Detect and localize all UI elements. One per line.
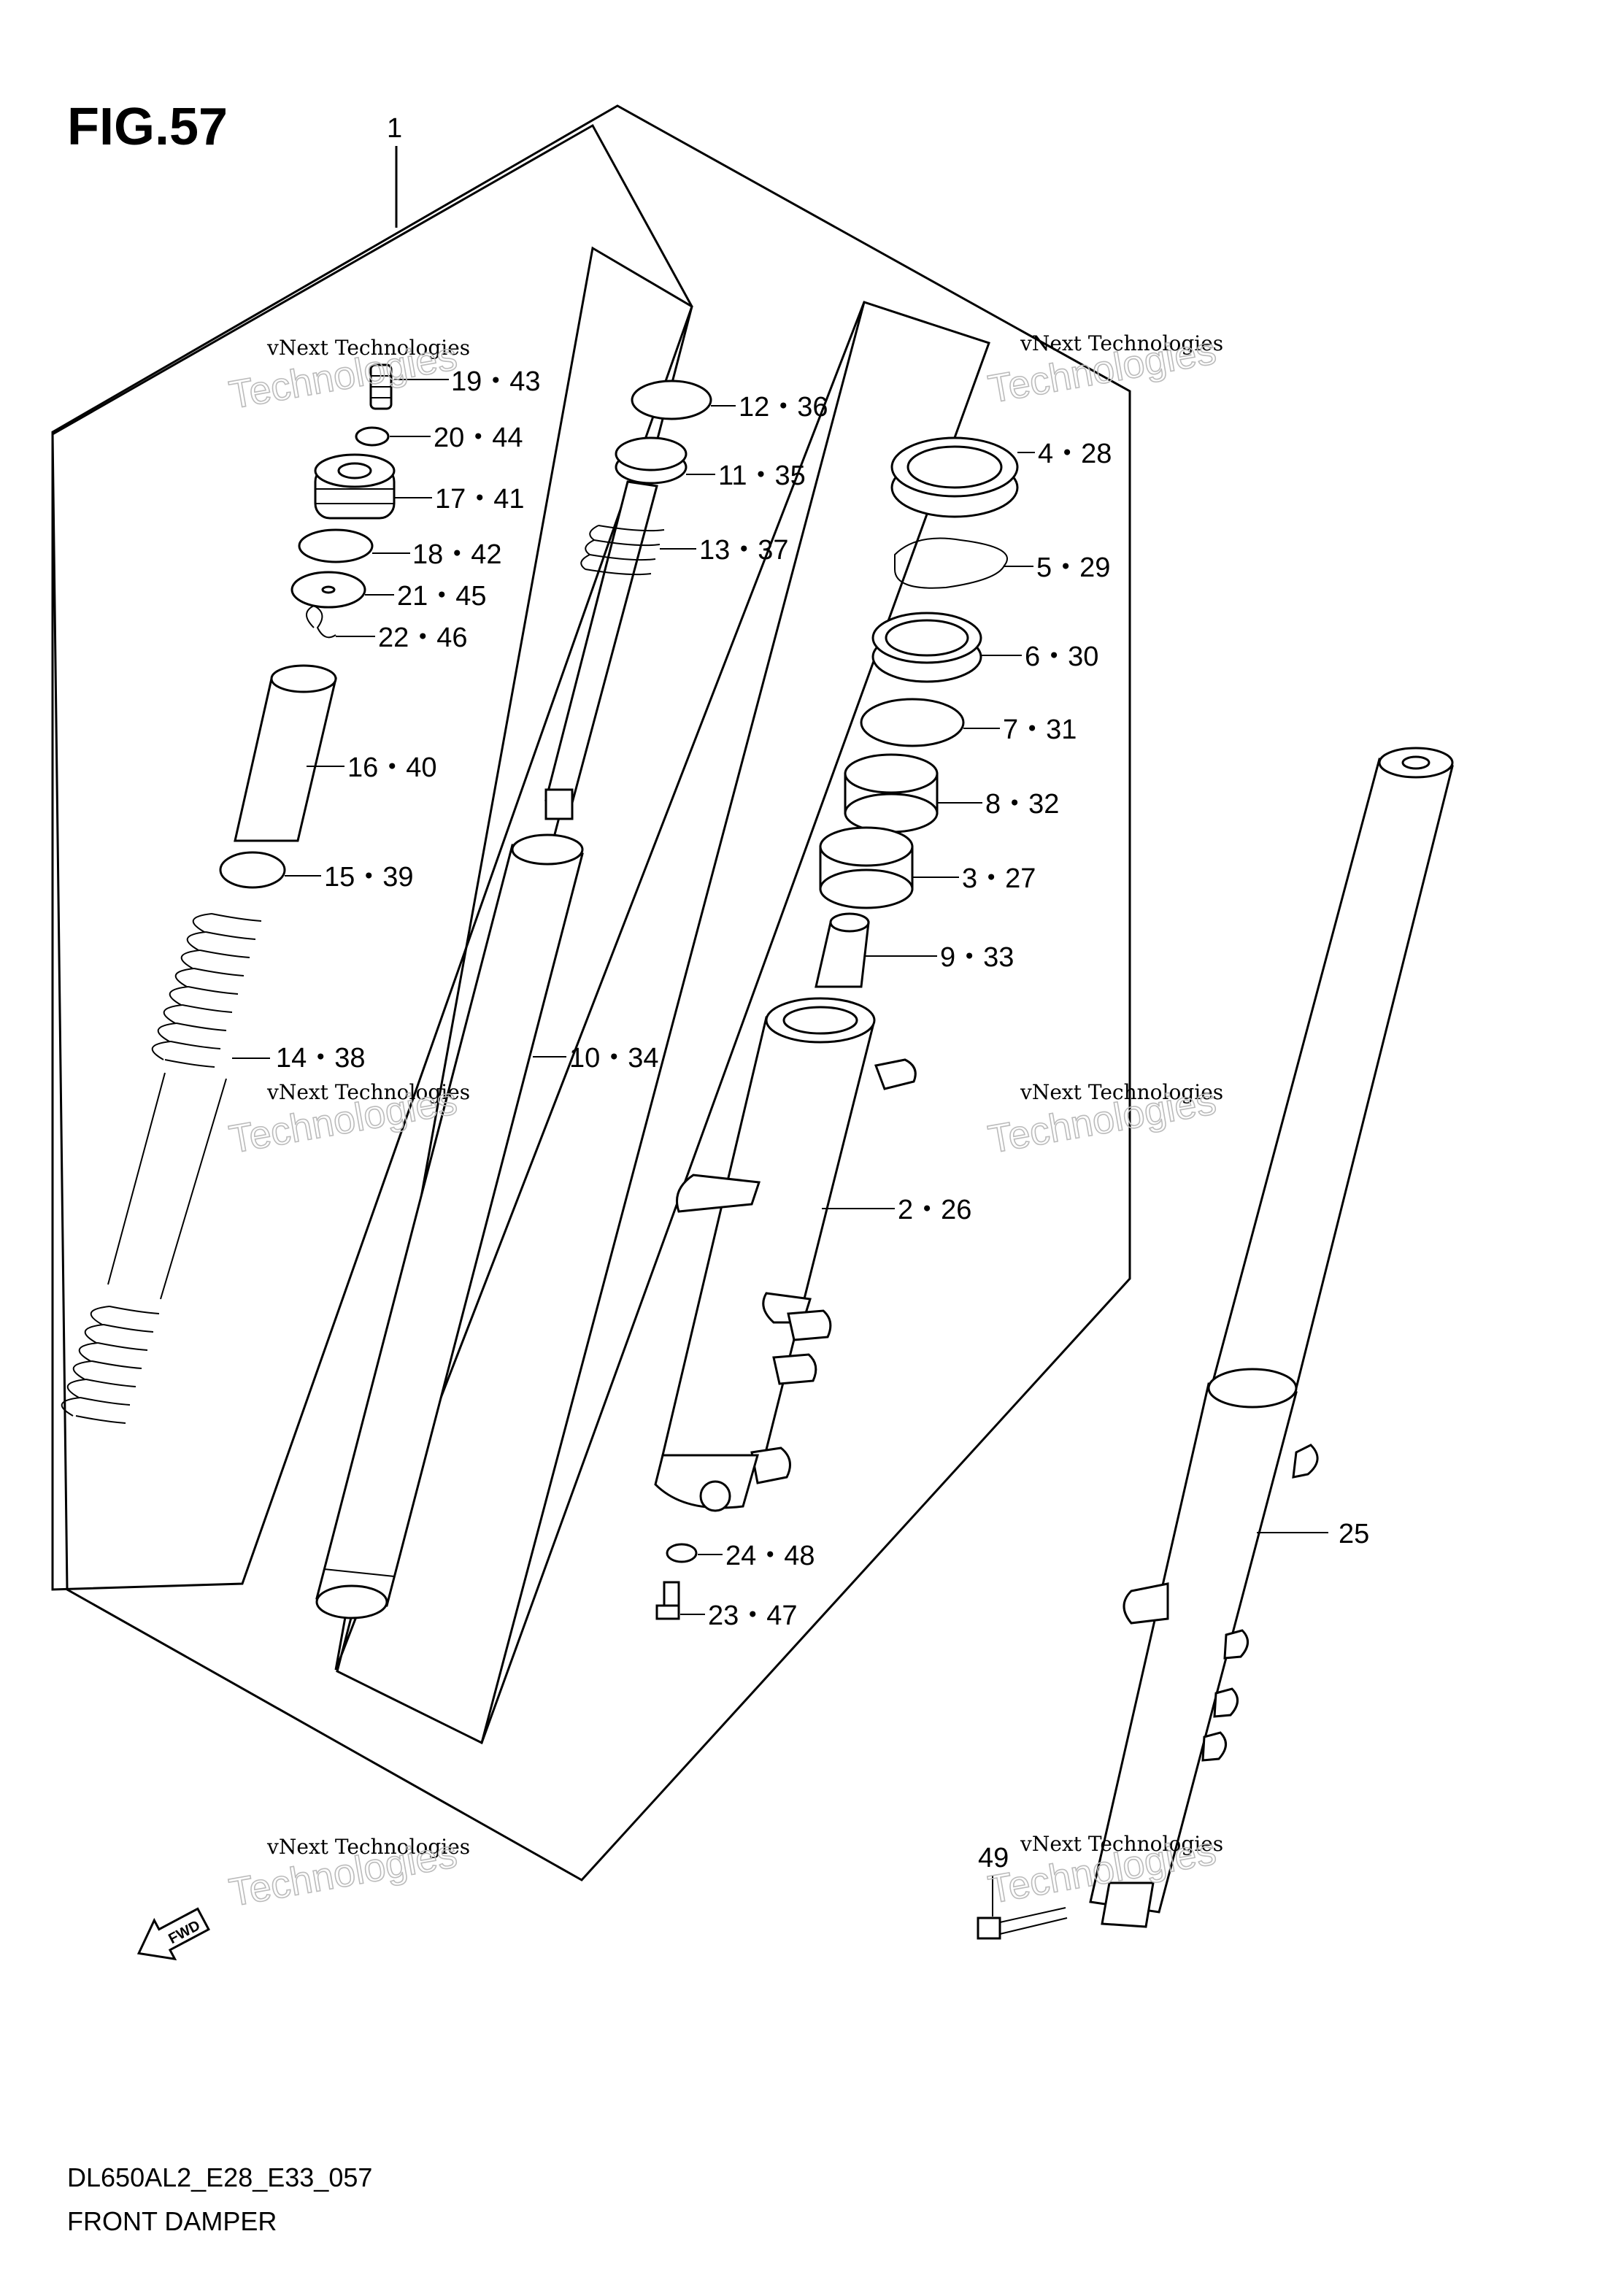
stopper-ring-part <box>894 537 1008 589</box>
gasket-part-24 <box>666 1543 698 1563</box>
callout-4-28: 4・28 <box>1038 439 1112 469</box>
callout-6-30: 6・30 <box>1025 642 1098 672</box>
washer-part-7 <box>860 698 965 747</box>
axle-pinch-bolt-part <box>977 1907 1068 1940</box>
callout-23-47: 23・47 <box>708 1600 798 1631</box>
assembly-boundary <box>51 104 1131 1881</box>
callout-18-42: 18・42 <box>412 539 502 570</box>
oil-lock-piece-part <box>815 912 870 988</box>
washer-part-15 <box>219 851 286 889</box>
inner-tube-part <box>315 833 584 1619</box>
callout-13-37: 13・37 <box>699 535 789 566</box>
callout-11-35: 11・35 <box>718 461 806 491</box>
callout-14-38: 14・38 <box>276 1043 366 1074</box>
clip-part-22 <box>306 604 336 639</box>
diagram-title: FRONT DAMPER <box>67 2206 277 2236</box>
callout-21-45: 21・45 <box>397 581 487 612</box>
fork-spring-part <box>61 913 262 1424</box>
air-valve-part <box>369 363 393 410</box>
panel-middle-edge <box>480 301 866 1744</box>
callout-12-36: 12・36 <box>739 392 828 423</box>
callout-8-32: 8・32 <box>985 789 1059 820</box>
assembly-label: 1 <box>387 113 402 144</box>
callout-9-33: 9・33 <box>940 942 1014 973</box>
svg-text:vNext Technologies: vNext Technologies <box>266 336 470 360</box>
front-fork-assembly-part <box>1089 747 1454 1928</box>
callout-49: 49 <box>978 1843 1009 1873</box>
callout-22-46: 22・46 <box>378 623 468 653</box>
bolt-part-23 <box>655 1581 680 1620</box>
svg-text:vNext Technologies: vNext Technologies <box>1020 1080 1223 1104</box>
outer-tube-part <box>654 997 917 1512</box>
watermark-5: vNext Technologies Technologies <box>226 1831 470 1915</box>
callout-10-34: 10・34 <box>569 1043 659 1074</box>
o-ring-part-20 <box>355 426 390 447</box>
spacer-tube-part <box>234 664 337 842</box>
diagram-code: DL650AL2_E28_E33_057 <box>67 2162 372 2192</box>
piston-ring-part-11 <box>615 436 688 485</box>
ring-part-12 <box>631 380 712 420</box>
callout-2-26: 2・26 <box>898 1195 971 1225</box>
guide-metal-part-3 <box>819 826 914 909</box>
watermark-1: vNext Technologies Technologies <box>226 334 470 417</box>
callout-15-39: 15・39 <box>324 862 414 893</box>
washer-part-21 <box>290 571 366 609</box>
callout-3-27: 3・27 <box>962 863 1036 894</box>
callout-20-44: 20・44 <box>434 423 523 453</box>
svg-text:vNext Technologies: vNext Technologies <box>1020 331 1223 355</box>
svg-text:vNext Technologies: vNext Technologies <box>266 1835 470 1859</box>
callout-25: 25 <box>1339 1519 1369 1549</box>
callout-16-40: 16・40 <box>347 752 437 783</box>
fwd-arrow-icon: FWD <box>136 1907 210 1961</box>
svg-text:vNext Technologies: vNext Technologies <box>1020 1832 1223 1856</box>
o-ring-part-18 <box>298 528 374 563</box>
oil-seal-part <box>871 612 982 683</box>
callout-17-41: 17・41 <box>435 484 525 515</box>
cap-bolt-part <box>314 453 396 520</box>
guide-metal-part-8 <box>844 753 939 833</box>
panel-left <box>51 123 693 1591</box>
watermark-4: vNext Technologies Technologies <box>985 1078 1223 1162</box>
watermark-2: vNext Technologies Technologies <box>985 328 1223 412</box>
callout-7-31: 7・31 <box>1003 714 1077 745</box>
svg-text:vNext Technologies: vNext Technologies <box>266 1080 470 1104</box>
callout-5-29: 5・29 <box>1036 552 1110 583</box>
damper-rod-part <box>544 480 665 820</box>
dust-seal-part <box>890 436 1019 518</box>
callout-19-43: 19・43 <box>451 366 541 397</box>
figure-title: FIG.57 <box>67 98 228 156</box>
callout-24-48: 24・48 <box>725 1541 815 1571</box>
